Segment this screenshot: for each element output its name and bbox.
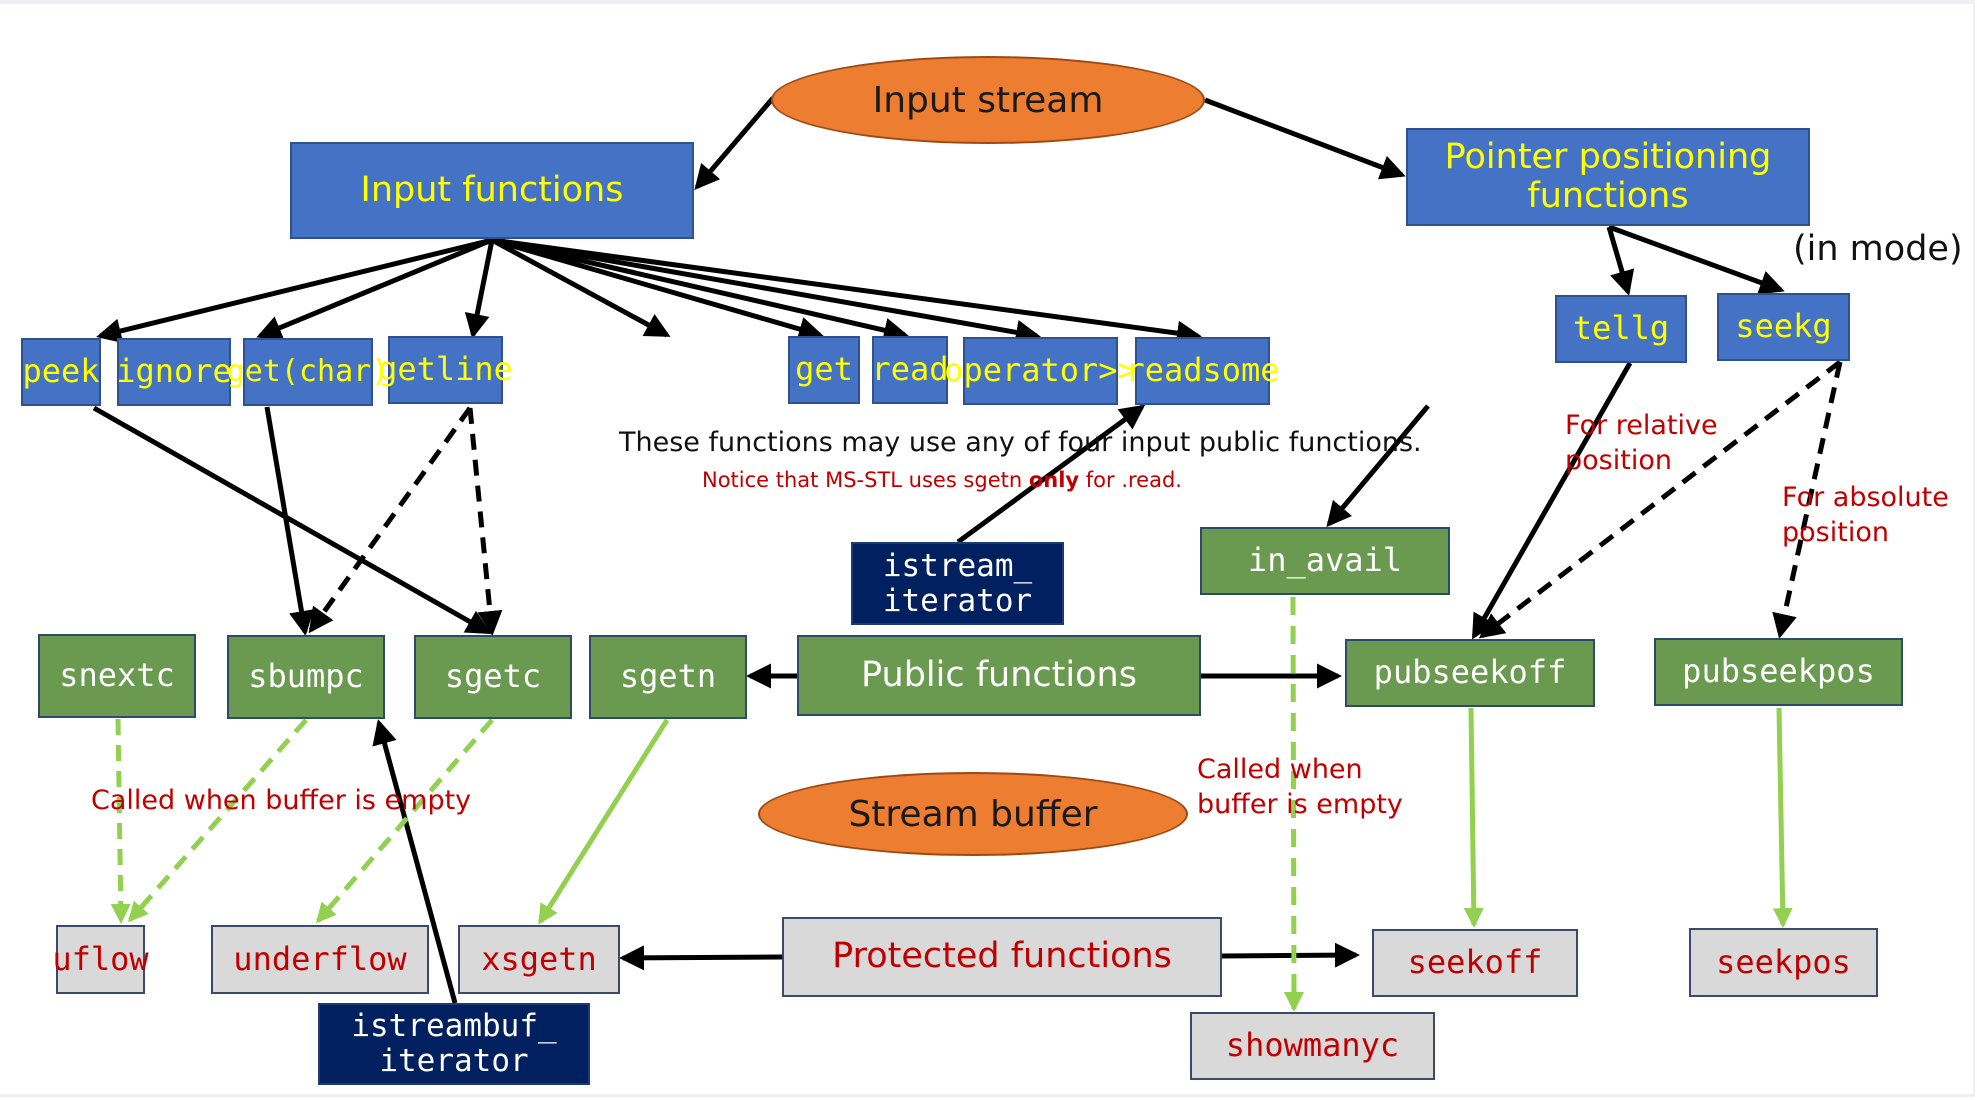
fn-seekpos: seekpos [1689, 928, 1878, 997]
input-functions-label: Input functions [360, 169, 624, 210]
fn-ignore: ignore [116, 338, 232, 406]
fn-sgetc: sgetc [414, 635, 572, 719]
protected-functions-box: Protected functions [782, 917, 1222, 997]
note-ms-stl-bold: only [1028, 468, 1080, 492]
fn-readsome: readsome [1125, 337, 1280, 405]
fn-uflow: uflow [52, 925, 149, 994]
for-relative-line2: position [1565, 445, 1672, 477]
protected-functions-label: Protected functions [832, 936, 1172, 977]
for-absolute-line2: position [1782, 517, 1889, 549]
fn-operator-extract-label: operator>> [944, 351, 1137, 390]
called-when-right-label: Called when buffer is empty [1197, 752, 1403, 822]
fn-snextc-label: snextc [59, 656, 175, 695]
fn-pubseekpos: pubseekpos [1654, 638, 1903, 706]
pointer-positioning-line1: Pointer positioning [1444, 136, 1772, 177]
called-when-right-line1: Called when [1197, 754, 1363, 785]
fn-tellg: tellg [1555, 295, 1687, 363]
fn-pubseekoff-label: pubseekoff [1373, 653, 1567, 692]
fn-xsgetn-label: xsgetn [481, 939, 597, 978]
fn-get-char-label: get(char) [226, 354, 390, 390]
fn-in-avail: in_avail [1200, 527, 1450, 595]
fn-pubseekpos-label: pubseekpos [1682, 652, 1875, 691]
public-functions-box: Public functions [797, 635, 1201, 716]
input-stream-label: Input stream [872, 79, 1104, 121]
called-when-right-line2: buffer is empty [1197, 789, 1403, 821]
istreambuf-iterator-box: istreambuf_ iterator [318, 1003, 590, 1085]
fn-get-char: get(char) [227, 338, 389, 406]
fn-sgetn: sgetn [589, 635, 747, 719]
fn-underflow: underflow [211, 925, 429, 994]
fn-sbumpc-label: sbumpc [248, 657, 364, 696]
fn-tellg-label: tellg [1572, 309, 1670, 348]
fn-seekg-label: seekg [1735, 307, 1832, 346]
fn-seekoff-label: seekoff [1407, 943, 1543, 982]
istreambuf-iterator-line1: istreambuf_ [351, 1008, 557, 1045]
input-stream-ellipse: Input stream [771, 56, 1205, 144]
fn-seekoff: seekoff [1372, 929, 1578, 997]
istreambuf-iterator-line2: iterator [379, 1043, 529, 1079]
for-relative-label: For relative position [1565, 408, 1718, 478]
fn-getline: getline [378, 336, 513, 404]
fn-snextc: snextc [38, 634, 196, 718]
fn-pubseekoff: pubseekoff [1345, 639, 1595, 707]
fn-sbumpc: sbumpc [227, 635, 385, 719]
for-absolute-label: For absolute position [1782, 480, 1949, 550]
fn-peek-label: peek [22, 352, 100, 391]
fn-underflow-label: underflow [233, 939, 407, 978]
fn-peek: peek [21, 338, 101, 406]
fn-ignore-label: ignore [116, 352, 232, 391]
stream-buffer-label: Stream buffer [848, 793, 1098, 835]
fn-read-label: read [871, 350, 949, 389]
istream-iterator-line1: istream_ [882, 547, 1033, 584]
fn-operator-extract: operator>> [944, 337, 1137, 405]
fn-get: get [788, 336, 860, 404]
pointer-positioning-box: Pointer positioning functions [1406, 128, 1810, 226]
note-ms-stl-suffix: for .read. [1079, 468, 1182, 492]
fn-uflow-label: uflow [52, 939, 149, 978]
input-functions-box: Input functions [290, 142, 694, 239]
public-functions-label: Public functions [861, 654, 1137, 695]
fn-read: read [871, 336, 949, 404]
note-ms-stl-prefix: Notice that MS-STL uses sgetn [702, 468, 1029, 492]
fn-xsgetn: xsgetn [458, 925, 620, 994]
called-when-left-label: Called when buffer is empty [91, 785, 472, 816]
for-absolute-line1: For absolute [1782, 482, 1949, 513]
istream-iterator-box: istream_ iterator [851, 542, 1064, 625]
in-mode-label: (in mode) [1793, 229, 1963, 269]
istream-iterator-line2: iterator [882, 582, 1033, 619]
fn-readsome-label: readsome [1125, 351, 1280, 390]
fn-get-label: get [795, 350, 853, 389]
pointer-positioning-line2: functions [1527, 176, 1689, 216]
fn-showmanyc: showmanyc [1190, 1012, 1435, 1080]
note-ms-stl: Notice that MS-STL uses sgetn only for .… [702, 468, 1182, 492]
fn-showmanyc-label: showmanyc [1225, 1026, 1400, 1065]
fn-sgetn-label: sgetn [619, 657, 717, 696]
fn-seekg: seekg [1717, 293, 1850, 361]
note-main: These functions may use any of four inpu… [619, 427, 1422, 458]
stream-buffer-ellipse: Stream buffer [758, 772, 1188, 856]
fn-in-avail-label: in_avail [1247, 541, 1403, 580]
fn-getline-label: getline [378, 350, 513, 389]
fn-sgetc-label: sgetc [444, 657, 542, 696]
fn-seekpos-label: seekpos [1716, 942, 1851, 981]
for-relative-line1: For relative [1565, 410, 1718, 441]
